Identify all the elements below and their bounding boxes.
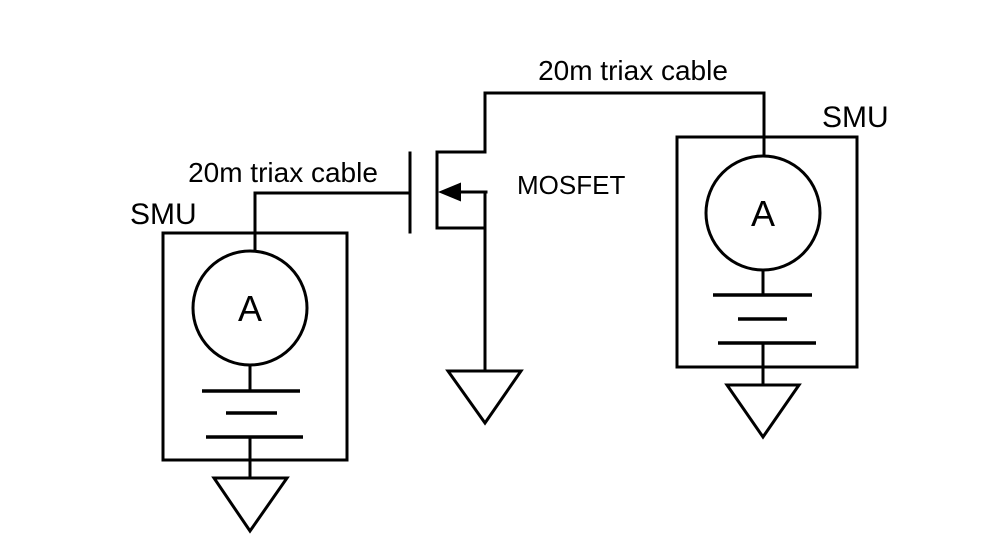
left-smu-label: SMU xyxy=(130,198,197,231)
mosfet-body-arrow-icon xyxy=(438,182,461,202)
mosfet-symbol xyxy=(408,91,766,426)
mosfet-ground-icon xyxy=(445,369,524,426)
right-smu-label: SMU xyxy=(822,101,889,134)
left-ground-icon xyxy=(211,476,290,534)
drain-triax-cable-wire xyxy=(435,91,766,158)
mosfet-label: MOSFET xyxy=(517,170,625,200)
mosfet-source-wire xyxy=(435,226,487,373)
right-smu-box xyxy=(675,135,859,369)
top-cable-label: 20m triax cable xyxy=(538,55,728,86)
right-ammeter-label: A xyxy=(751,193,775,234)
left-smu-unit: A xyxy=(161,191,411,534)
left-battery-symbol xyxy=(202,389,303,439)
right-ground-icon xyxy=(724,383,802,440)
left-cable-label: 20m triax cable xyxy=(188,157,378,188)
right-smu-unit: A xyxy=(675,135,859,440)
left-ammeter-label: A xyxy=(238,288,262,329)
right-battery-symbol xyxy=(713,293,816,345)
left-triax-cable-wire xyxy=(253,191,411,253)
